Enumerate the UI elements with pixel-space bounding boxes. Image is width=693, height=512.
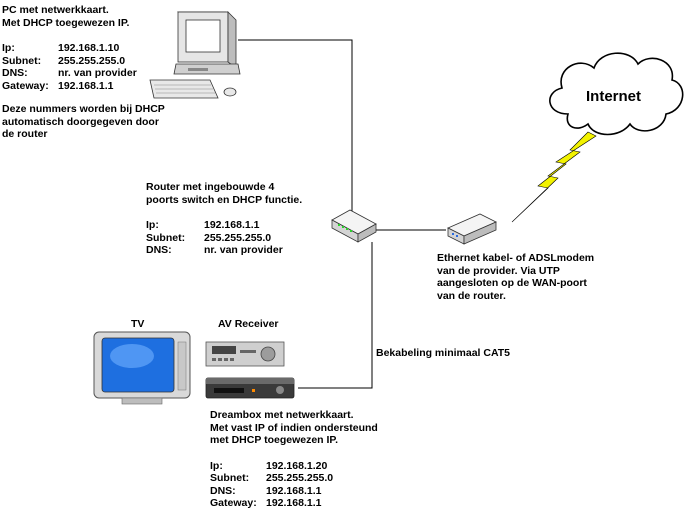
cabling-label: Bekabeling minimaal CAT5 <box>376 347 511 359</box>
router-title-line: Router met ingebouwde 4 <box>146 181 275 193</box>
pc-title-line: Met DHCP toegewezen IP. <box>2 16 130 29</box>
dreambox-subnet-value: 255.255.255.0 <box>266 472 334 484</box>
router-ip-label: Ip: <box>146 219 159 231</box>
dreambox-title-line: Met vast IP of indien ondersteund <box>210 421 378 434</box>
dreambox-subnet-label: Subnet: <box>210 472 250 484</box>
router-title-line: poorts switch en DHCP functie. <box>146 193 303 206</box>
pc-note-line: Deze nummers worden bij DHCP <box>2 103 165 115</box>
dreambox-ip-label: Ip: <box>210 459 223 472</box>
pc-icon <box>149 11 241 99</box>
router-ip-value: 192.168.1.1 <box>204 219 260 231</box>
pc-note-line: de router <box>2 128 48 140</box>
tv-icon <box>93 331 191 405</box>
pc-info: PC met netwerkkaart. Met DHCP toegewezen… <box>2 4 165 141</box>
internet-label: Internet <box>586 88 642 105</box>
modem-icon <box>447 213 497 245</box>
pc-gateway-value: 192.168.1.1 <box>58 79 114 92</box>
dreambox-gateway-value: 192.168.1.1 <box>266 497 322 509</box>
router-dns-label: DNS: <box>146 244 172 256</box>
dreambox-info: Dreambox met netwerkkaart. Met vast IP o… <box>210 409 378 510</box>
pc-subnet-value: 255.255.255.0 <box>58 54 126 67</box>
router-icon <box>331 209 377 243</box>
dreambox-dns-label: DNS: <box>210 484 236 497</box>
lightning-bolt-icon <box>511 131 597 223</box>
router-subnet-label: Subnet: <box>146 231 186 244</box>
tv-label: TV <box>131 318 145 330</box>
receiver-label: AV Receiver <box>218 318 279 330</box>
pc-note-line: automatisch doorgegeven door <box>2 115 159 128</box>
internet-cloud-icon <box>549 52 684 136</box>
router-subnet-value: 255.255.255.0 <box>204 231 272 244</box>
pc-subnet-label: Subnet: <box>2 54 42 67</box>
dreambox-title-line: met DHCP toegewezen IP. <box>210 434 338 446</box>
dreambox-icon <box>205 377 295 399</box>
pc-title-line: PC met netwerkkaart. <box>2 4 109 16</box>
modem-info: Ethernet kabel- of ADSLmodem van de prov… <box>437 252 594 302</box>
modem-line: van de router. <box>437 289 506 302</box>
pc-dns-label: DNS: <box>2 67 28 79</box>
dreambox-ip-value: 192.168.1.20 <box>266 459 328 472</box>
pc-dns-value: nr. van provider <box>58 67 137 79</box>
router-dns-value: nr. van provider <box>204 244 283 256</box>
modem-line: aangesloten op de WAN-poort <box>437 277 587 289</box>
router-dreambox-cable <box>298 242 373 389</box>
modem-line: Ethernet kabel- of ADSLmodem <box>437 252 595 264</box>
pc-ip-value: 192.168.1.10 <box>58 42 120 54</box>
dreambox-gateway-label: Gateway: <box>210 497 257 509</box>
dreambox-title-line: Dreambox met netwerkkaart. <box>210 409 354 421</box>
pc-ip-label: Ip: <box>2 42 15 54</box>
av-receiver-icon <box>205 341 285 367</box>
dreambox-dns-value: 192.168.1.1 <box>266 484 322 497</box>
modem-line: van de provider. Via UTP <box>437 264 560 277</box>
pc-router-cable <box>238 39 353 212</box>
router-info: Router met ingebouwde 4 poorts switch en… <box>146 181 302 257</box>
pc-gateway-label: Gateway: <box>2 79 49 92</box>
